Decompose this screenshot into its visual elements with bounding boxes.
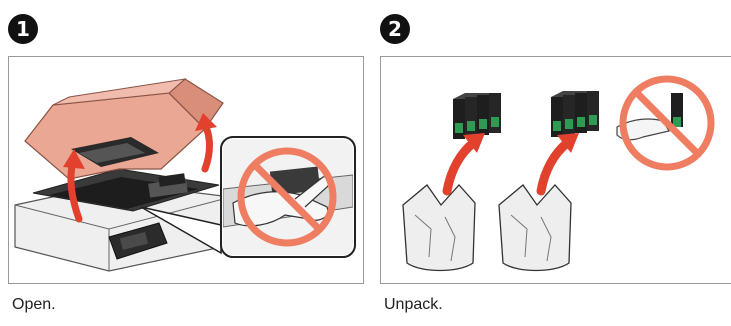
unpack-arrow-icon: [447, 143, 473, 191]
unpack-arrow-icon: [541, 143, 567, 191]
ink-bag-icon: [403, 185, 475, 271]
step-2-caption: Unpack.: [384, 296, 443, 314]
lift-arrow-icon: [205, 125, 210, 169]
step-1-number: 1: [8, 14, 38, 44]
step-1-illustration: [8, 56, 364, 284]
ink-cartridge-icon: [453, 93, 501, 139]
step-2-number: 2: [380, 14, 410, 44]
step-1-caption: Open.: [12, 296, 56, 314]
ink-cartridge-icon: [551, 91, 599, 137]
step-2-illustration: [380, 56, 731, 284]
unpack-illustration: [381, 57, 731, 283]
ink-bag-icon: [499, 185, 571, 271]
open-printer-icon: [9, 57, 363, 283]
prohibition-icon: [617, 79, 711, 167]
